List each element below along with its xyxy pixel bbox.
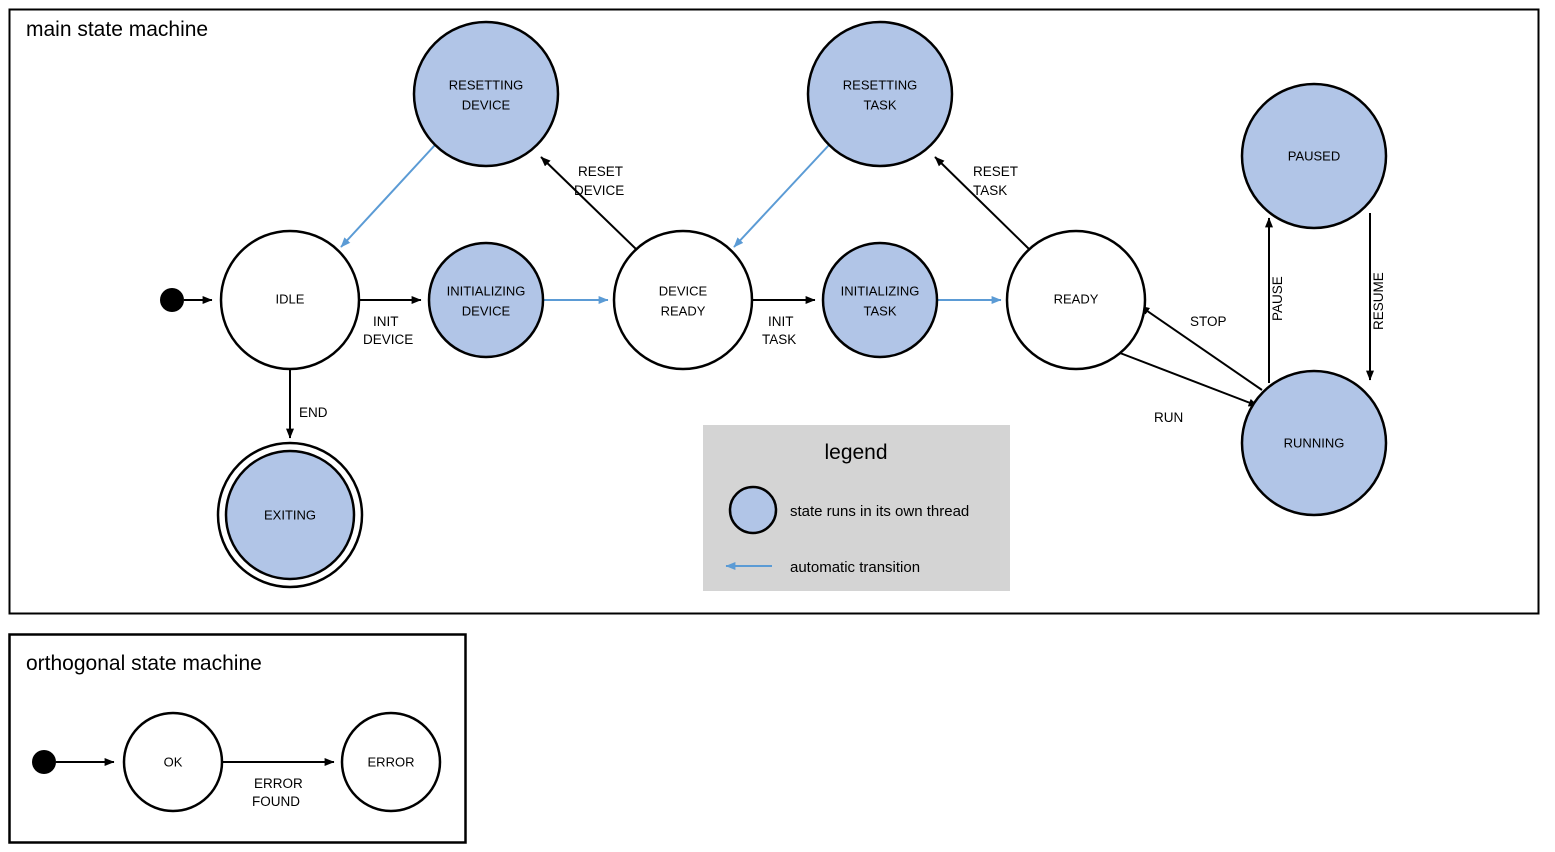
transition-label-reset-device-line1: RESET (578, 164, 623, 179)
transition-label-end: END (299, 405, 328, 420)
state-label-paused: PAUSED (1288, 148, 1341, 163)
state-label-idle: IDLE (276, 291, 305, 306)
state-ready[interactable]: READY (1005, 229, 1147, 371)
transition-label-init-task-line1: INIT (768, 314, 794, 329)
state-label-error: ERROR (368, 754, 415, 769)
state-idle[interactable]: IDLE (219, 229, 361, 371)
state-initializing-device[interactable]: INITIALIZING DEVICE (427, 241, 545, 359)
state-device-ready[interactable]: DEVICE READY (612, 229, 754, 371)
transition-label-reset-task-line1: RESET (973, 164, 1018, 179)
start-marker-main (160, 288, 213, 312)
state-resetting-task[interactable]: RESETTING TASK (806, 20, 954, 168)
transition-label-reset-task-line2: TASK (973, 183, 1007, 198)
state-ok[interactable]: OK (122, 711, 224, 813)
state-label-resetting-device-line1: RESETTING (449, 77, 523, 92)
transition-resetting-task-device-ready (733, 144, 830, 248)
state-label-ready: READY (1054, 291, 1099, 306)
transition-label-init-device-line2: DEVICE (363, 332, 413, 347)
legend-title: legend (824, 441, 887, 464)
transition-ok-error: ERROR FOUND (222, 758, 335, 809)
transition-resetting-device-idle (340, 144, 436, 248)
state-paused[interactable]: PAUSED (1240, 82, 1388, 230)
state-exiting[interactable]: EXITING (216, 441, 364, 589)
transition-label-init-task-line2: TASK (762, 332, 796, 347)
state-initializing-task[interactable]: INITIALIZING TASK (821, 241, 939, 359)
transition-idle-exiting: END (286, 369, 328, 439)
transition-label-stop: STOP (1190, 314, 1227, 329)
state-resetting-device[interactable]: RESETTING DEVICE (412, 20, 560, 168)
legend-thread-swatch-icon (728, 485, 778, 535)
state-label-initializing-device-line1: INITIALIZING (447, 283, 526, 298)
start-marker-orthogonal (32, 750, 115, 774)
legend-auto-label: automatic transition (790, 559, 920, 576)
state-label-initializing-task-line1: INITIALIZING (841, 283, 920, 298)
transition-label-run: RUN (1154, 410, 1183, 425)
transition-ready-resetting-task: RESET TASK (934, 156, 1030, 250)
state-error[interactable]: ERROR (340, 711, 442, 813)
state-running[interactable]: RUNNING (1240, 369, 1388, 517)
transition-label-pause: PAUSE (1270, 276, 1285, 321)
legend-thread-label: state runs in its own thread (790, 503, 969, 520)
state-label-device-ready-line1: DEVICE (659, 283, 708, 298)
state-label-running: RUNNING (1284, 435, 1345, 450)
transition-paused-running: RESUME (1366, 213, 1386, 381)
main-state-machine-title: main state machine (26, 18, 208, 41)
orthogonal-state-machine-title: orthogonal state machine (26, 652, 262, 675)
transition-device-ready-init-task: INIT TASK (752, 296, 816, 347)
legend: legend state runs in its own thread auto… (703, 425, 1010, 591)
transition-ready-running: RUN (1119, 352, 1259, 425)
transition-label-reset-device-line2: DEVICE (574, 183, 624, 198)
state-label-resetting-task-line2: TASK (864, 97, 897, 112)
transition-running-ready: STOP (1139, 305, 1263, 391)
transition-label-init-device-line1: INIT (373, 314, 399, 329)
transition-running-paused: PAUSE (1265, 217, 1285, 383)
state-label-initializing-device-line2: DEVICE (462, 303, 511, 318)
state-label-initializing-task-line2: TASK (864, 303, 897, 318)
state-label-resetting-task-line1: RESETTING (843, 77, 917, 92)
transition-idle-init-device: INIT DEVICE (359, 296, 422, 347)
state-label-ok: OK (164, 754, 183, 769)
transition-device-ready-resetting-device: RESET DEVICE (540, 156, 637, 250)
transition-label-error-found-line1: ERROR (254, 776, 303, 791)
transition-label-resume: RESUME (1371, 272, 1386, 330)
state-label-resetting-device-line2: DEVICE (462, 97, 511, 112)
state-label-exiting: EXITING (264, 507, 316, 522)
state-label-device-ready-line2: READY (661, 303, 706, 318)
transition-label-error-found-line2: FOUND (252, 794, 300, 809)
